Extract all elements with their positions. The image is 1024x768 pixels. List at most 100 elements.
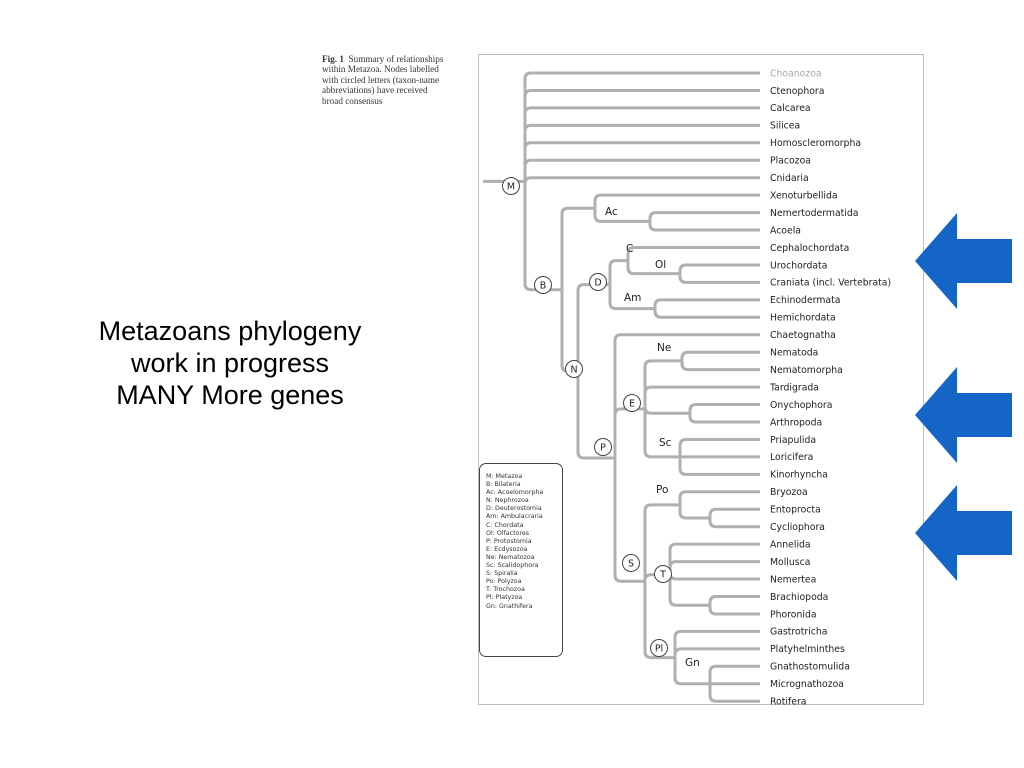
tree-branch <box>680 350 760 361</box>
circled-node: T <box>654 565 672 583</box>
node-letter: M <box>507 181 515 192</box>
tree-branch <box>608 284 655 311</box>
taxon-label: Arthropoda <box>770 417 822 428</box>
taxon-label: Cnidaria <box>770 173 809 184</box>
circled-node: E <box>623 394 641 412</box>
tree-branch <box>613 407 645 458</box>
taxon-label: Xenoturbellida <box>770 190 838 201</box>
tree-branch <box>680 360 760 372</box>
tree-branch <box>708 605 760 616</box>
caption-line: Summary of relationships <box>348 54 444 64</box>
tree-branch <box>678 273 760 284</box>
taxon-label: Gastrotricha <box>770 627 827 638</box>
tree-branch <box>523 141 760 182</box>
taxon-label: Platyhelminthes <box>770 644 845 655</box>
node-letter: P <box>600 442 606 453</box>
node-circle <box>622 554 640 572</box>
tree-branch <box>673 657 710 686</box>
tree-branch <box>613 333 760 458</box>
tree-branch <box>668 542 760 575</box>
slide-text-line: work in progress <box>130 348 330 378</box>
legend-entry: Ol: Olfactores <box>486 529 529 537</box>
tree-branch <box>523 158 760 182</box>
tree-branch <box>560 289 578 373</box>
taxon-label: Acoela <box>770 225 801 236</box>
legend-entry: Pl: Platyzoa <box>486 594 523 602</box>
legend-entry: S: Spiralia <box>486 570 518 578</box>
tree-branch <box>613 457 645 583</box>
taxon-label: Ctenophora <box>770 86 824 97</box>
tree-branch <box>708 507 760 518</box>
taxon-label: Silicea <box>770 121 800 132</box>
tree-branch <box>523 88 760 182</box>
tree-branch <box>648 211 760 222</box>
legend-entry: C: Chordata <box>486 521 524 529</box>
legend-entry: P: Protostomia <box>486 537 532 545</box>
node-circle <box>654 565 672 583</box>
tree-branch <box>648 221 760 232</box>
arrow-left-icon <box>915 213 1012 309</box>
node-letter: Pl <box>655 643 663 654</box>
node-letter: E <box>629 398 635 409</box>
caption-line: within Metazoa. Nodes labelled <box>322 64 439 75</box>
legend-entry: T: Trochozoa <box>486 586 525 594</box>
tree-branch <box>523 71 760 182</box>
taxon-label: Hemichordata <box>770 313 836 324</box>
caption-line: abbreviations) have received <box>322 85 428 96</box>
legend-entry: Gn: Gnathifera <box>486 602 533 610</box>
legend-entry: Ne: Nematozoa <box>486 553 535 561</box>
node-label: Sc <box>659 437 672 449</box>
tree-branch <box>668 574 710 607</box>
tree-branch <box>643 385 760 409</box>
node-circle <box>534 276 552 294</box>
tree-branch <box>643 503 680 582</box>
taxon-label: Echinodermata <box>770 295 840 306</box>
slide-text-line: Metazoans phylogeny <box>98 316 362 346</box>
tree-branch <box>673 629 760 658</box>
tree-branch <box>708 664 760 684</box>
figure-frame <box>478 54 924 705</box>
tree-branch <box>708 517 760 529</box>
legend-entry: Po: Polyzoa <box>486 578 522 586</box>
tree-branch <box>678 437 760 457</box>
circled-node: S <box>622 554 640 572</box>
figure-label: Fig. 1 <box>322 54 344 64</box>
node-letter: B <box>540 280 547 291</box>
tree-branch <box>523 123 760 182</box>
taxon-label: Onychophora <box>770 400 832 411</box>
node-circle <box>502 177 520 195</box>
tree-branch <box>708 683 760 703</box>
slide-text: Metazoans phylogeny work in progress MAN… <box>30 315 430 411</box>
node-label: Ac <box>605 206 618 218</box>
taxon-label: Micrognathozoa <box>770 679 844 690</box>
taxon-label: Choanozoa <box>770 68 822 79</box>
node-circle <box>589 273 607 291</box>
taxon-label: Placozoa <box>770 156 811 167</box>
tree-branch <box>643 408 680 459</box>
node-circle <box>594 438 612 456</box>
slide-text-line: MANY More genes <box>116 380 344 410</box>
arrow-left-icon <box>915 367 1012 463</box>
figure-caption: Fig. 1 Summary of relationships within M… <box>322 54 472 106</box>
taxon-label: Annelida <box>770 539 811 550</box>
tree-branch <box>523 181 562 292</box>
arrow-shape <box>915 485 1012 581</box>
taxon-label: Nemertodermatida <box>770 208 858 219</box>
legend-entry: Ac: Acoelomorpha <box>486 489 544 497</box>
circled-node: Pl <box>650 639 668 657</box>
circled-node: D <box>589 273 607 291</box>
tree-branch <box>643 359 682 409</box>
taxon-label: Cycliophora <box>770 522 825 533</box>
tree-branch <box>678 263 760 274</box>
node-letter: T <box>659 569 666 580</box>
legend-entry: M: Metazoa <box>486 473 523 480</box>
tree-branch <box>688 403 760 414</box>
tree-branch <box>608 259 628 285</box>
taxon-label: Homoscleromorpha <box>770 138 861 149</box>
tree-branch <box>626 246 760 261</box>
tree-branch <box>576 371 615 460</box>
node-label: Ne <box>657 342 671 354</box>
legend-entry: B: Bilateria <box>486 481 521 489</box>
